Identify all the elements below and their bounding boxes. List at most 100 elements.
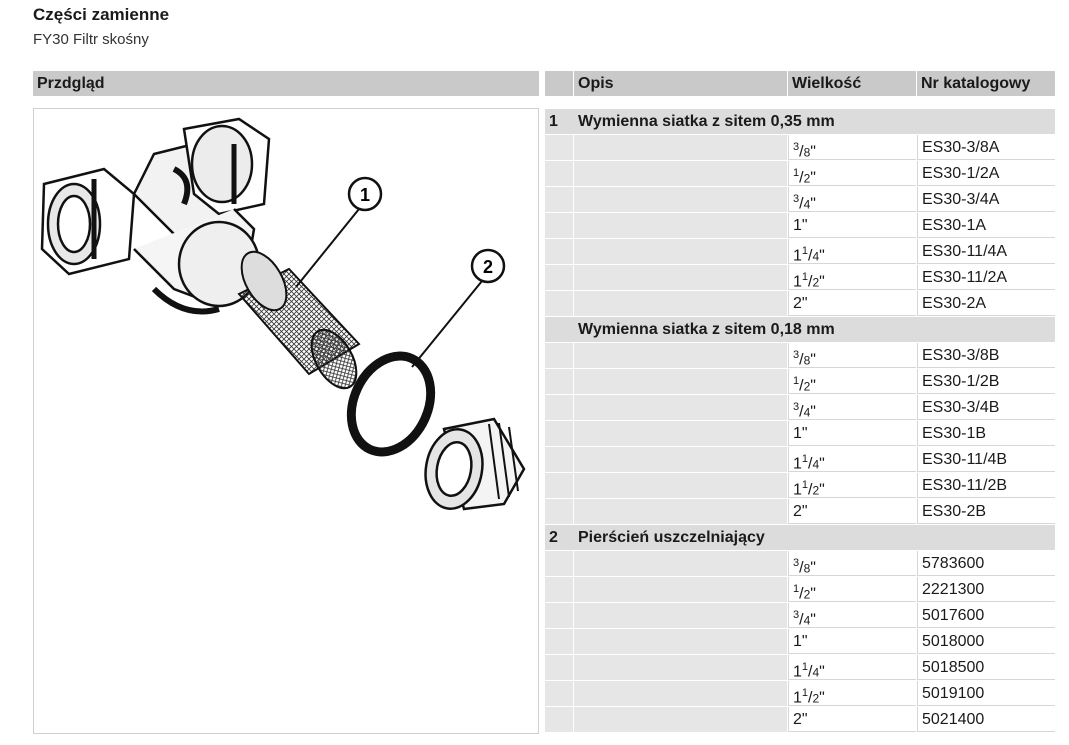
page-subtitle: FY30 Filtr skośny [33,31,149,48]
header-overview: Przdgląd [33,71,539,96]
valve-body-illustration [40,117,271,315]
row-number-cell [545,629,573,654]
row-description-cell [574,681,787,706]
table-row: 1"ES30-1A [545,213,1055,239]
section-number: 1 [549,113,558,130]
table-row: 3/8"ES30-3/8A [545,135,1055,161]
row-number-cell [545,395,573,420]
catalog-number-cell: ES30-3/4A [917,187,1055,212]
catalog-number-cell: ES30-2A [917,291,1055,316]
catalog-number-cell: ES30-11/4A [917,239,1055,264]
row-number-cell [545,447,573,472]
table-row: 2"ES30-2A [545,291,1055,317]
row-description-cell [574,707,787,732]
section-row: Wymienna siatka z sitem 0,18 mm [545,317,1055,343]
catalog-number-cell: 5021400 [917,707,1055,732]
row-number-cell [545,707,573,732]
size-cell: 3/8" [788,551,916,576]
section-title: Pierścień uszczelniający [578,529,765,546]
size-cell: 1/2" [788,161,916,186]
callout-1: 1 [295,176,383,288]
section-number [545,317,573,342]
table-row: 11/4"ES30-11/4B [545,447,1055,473]
size-cell: 2" [788,707,916,732]
nipple-illustration [424,417,526,511]
size-cell: 3/8" [788,343,916,368]
header-size: Wielkość [788,71,916,96]
row-description-cell [574,213,787,238]
callout-2: 2 [411,248,506,368]
row-description-cell [574,551,787,576]
catalog-number-cell: ES30-3/4B [917,395,1055,420]
row-number-cell [545,603,573,628]
catalog-number-cell: 5783600 [917,551,1055,576]
row-description-cell [574,499,787,524]
row-description-cell [574,369,787,394]
section-title: Wymienna siatka z sitem 0,35 mm [578,113,835,130]
row-description-cell [574,343,787,368]
row-number-cell [545,473,573,498]
exploded-view-figure: 1 2 [33,108,539,734]
mesh-screen-illustration [237,250,361,390]
row-description-cell [574,187,787,212]
table-row: 1"ES30-1B [545,421,1055,447]
table-row: 11/4"5018500 [545,655,1055,681]
row-number-cell [545,369,573,394]
size-cell: 1/2" [788,369,916,394]
catalog-number-cell: ES30-1A [917,213,1055,238]
row-description-cell [574,629,787,654]
size-cell: 11/2" [788,473,916,498]
catalog-number-cell: ES30-2B [917,499,1055,524]
row-number-cell [545,499,573,524]
header-number [545,71,573,96]
row-description-cell [574,603,787,628]
table-row: 1/2"ES30-1/2A [545,161,1055,187]
size-cell: 3/4" [788,395,916,420]
row-description-cell [574,655,787,680]
row-description-cell [574,447,787,472]
table-row: 1/2"ES30-1/2B [545,369,1055,395]
page-title: Części zamienne [33,5,170,24]
table-row: 3/4"ES30-3/4A [545,187,1055,213]
table-row: 3/4"ES30-3/4B [545,395,1055,421]
catalog-number-cell: 5018000 [917,629,1055,654]
table-row: 11/4"ES30-11/4A [545,239,1055,265]
row-description-cell [574,577,787,602]
size-cell: 1" [788,213,916,238]
catalog-number-cell: ES30-1B [917,421,1055,446]
row-number-cell [545,265,573,290]
row-number-cell [545,213,573,238]
row-description-cell [574,265,787,290]
size-cell: 3/8" [788,135,916,160]
catalog-number-cell: ES30-11/4B [917,447,1055,472]
size-cell: 2" [788,291,916,316]
table-row: 3/8"ES30-3/8B [545,343,1055,369]
table-row: 11/2"ES30-11/2A [545,265,1055,291]
catalog-number-cell: ES30-3/8A [917,135,1055,160]
sealing-ring-illustration [346,351,436,457]
table-row: 1"5018000 [545,629,1055,655]
row-description-cell [574,239,787,264]
row-number-cell [545,421,573,446]
header-catalog: Nr katalogowy [917,71,1055,96]
row-number-cell [545,551,573,576]
row-description-cell [574,291,787,316]
catalog-number-cell: ES30-11/2B [917,473,1055,498]
catalog-number-cell: ES30-3/8B [917,343,1055,368]
catalog-number-cell: 5018500 [917,655,1055,680]
size-cell: 11/2" [788,681,916,706]
size-cell: 11/4" [788,239,916,264]
catalog-number-cell: ES30-11/2A [917,265,1055,290]
size-cell: 3/4" [788,187,916,212]
size-cell: 1" [788,629,916,654]
row-number-cell [545,161,573,186]
size-cell: 11/4" [788,655,916,680]
row-number-cell [545,291,573,316]
strainer-exploded-drawing: 1 2 [40,117,526,511]
table-row: 1/2"2221300 [545,577,1055,603]
row-description-cell [574,395,787,420]
size-cell: 2" [788,499,916,524]
row-number-cell [545,681,573,706]
